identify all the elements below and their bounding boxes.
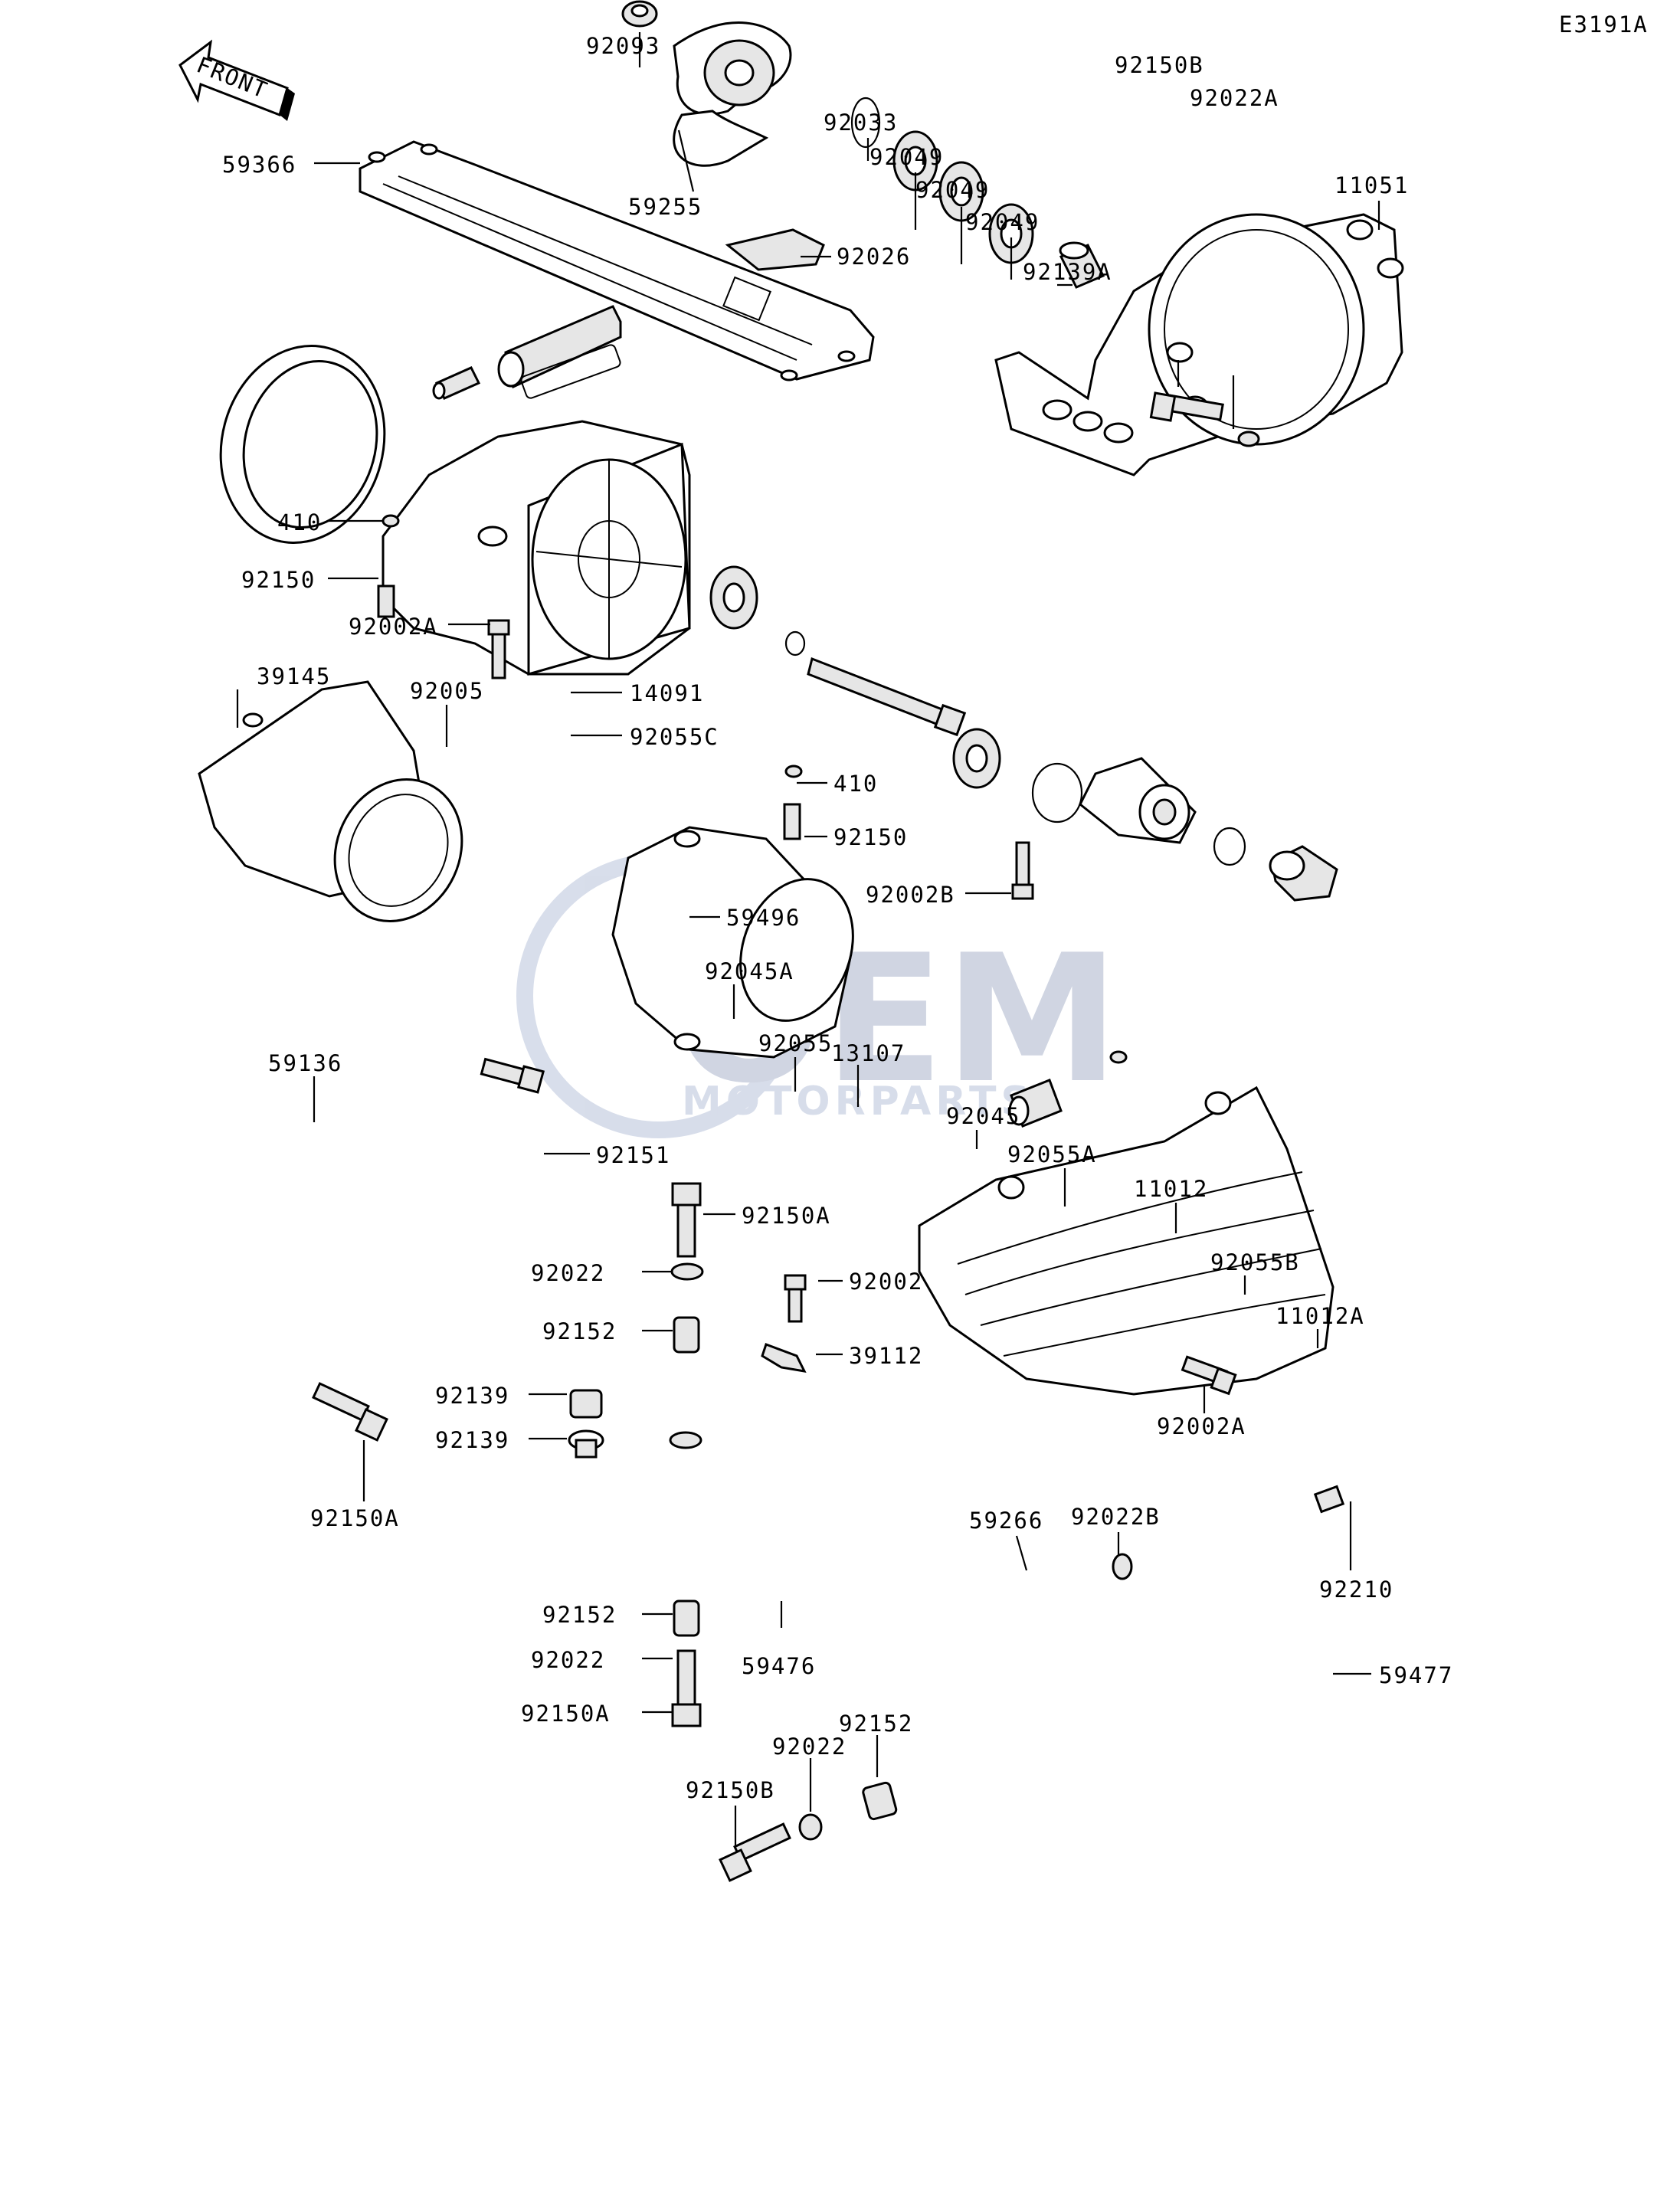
label-92150B: 92150B: [1115, 52, 1204, 78]
gasket-icon: [520, 344, 621, 399]
label-92049: 92049: [965, 209, 1040, 235]
label-92150A: 92150A: [742, 1203, 831, 1229]
label-59255: 59255: [628, 194, 702, 220]
label-11051: 11051: [1335, 172, 1409, 198]
label-92022B: 92022B: [1071, 1504, 1161, 1530]
plate-icon: [725, 228, 825, 271]
label-92055C: 92055C: [630, 724, 719, 750]
label-92150B: 92150B: [686, 1777, 775, 1803]
label-92055B: 92055B: [1210, 1249, 1300, 1275]
bushing-icon: [1059, 241, 1105, 289]
label-11012: 11012: [1134, 1176, 1208, 1202]
label-13107: 13107: [831, 1040, 905, 1066]
part-graphics: [198, 0, 1404, 1882]
label-39145: 39145: [257, 663, 331, 689]
label-59496: 59496: [726, 905, 801, 931]
label-92002A: 92002A: [1157, 1413, 1246, 1439]
impeller-icon: [673, 21, 792, 167]
fitting-icon: [1008, 1079, 1063, 1128]
label-92139: 92139: [435, 1427, 509, 1453]
label-92045A: 92045A: [705, 958, 794, 984]
label-92055A: 92055A: [1007, 1141, 1097, 1167]
washer-icon: [382, 431, 1260, 1841]
label-59477: 59477: [1379, 1662, 1453, 1688]
label-92049: 92049: [869, 144, 944, 170]
label-92150A: 92150A: [310, 1505, 400, 1531]
label-92210: 92210: [1319, 1577, 1393, 1603]
spacer-icon: [673, 1316, 898, 1821]
label-39112: 39112: [849, 1343, 923, 1369]
label-92093: 92093: [586, 33, 660, 59]
label-92139A: 92139A: [1023, 259, 1112, 285]
leader-lines: [236, 32, 1380, 1846]
label-92022A: 92022A: [1190, 85, 1279, 111]
pump-housing-icon: [994, 213, 1404, 476]
ride-plate-icon: [359, 140, 875, 381]
label-11012A: 11012A: [1276, 1303, 1365, 1329]
o-ring-icon: [784, 630, 806, 656]
label-14091: 14091: [630, 680, 704, 706]
label-92002A: 92002A: [349, 614, 438, 640]
pipe-icon: [497, 305, 622, 389]
nozzle-icon: [198, 680, 463, 922]
ring-icon: [219, 345, 386, 544]
label-92049: 92049: [915, 177, 990, 203]
label-59476: 59476: [742, 1653, 816, 1679]
label-59266: 59266: [969, 1508, 1043, 1534]
label-92022: 92022: [772, 1734, 847, 1760]
label-92002: 92002: [849, 1269, 923, 1295]
label-92152: 92152: [839, 1711, 913, 1737]
label-92002B: 92002B: [866, 882, 955, 908]
part-labels: 92093 92033 92049 92049 92049 59255 9215…: [222, 33, 1453, 1803]
label-92150: 92150: [833, 824, 908, 850]
label-92026: 92026: [837, 244, 911, 270]
label-92005: 92005: [410, 678, 484, 704]
bearing-icon: [709, 565, 758, 630]
label-92045: 92045: [946, 1103, 1020, 1129]
bolt-icon: [312, 391, 1345, 1882]
diagram-code: E3191A: [1559, 11, 1649, 38]
label-59366: 59366: [222, 152, 296, 178]
clip-icon: [761, 1343, 807, 1373]
bearing-icon: [952, 728, 1001, 789]
cap-icon: [1079, 757, 1197, 844]
shaft-icon: [807, 656, 967, 737]
label-92139: 92139: [435, 1383, 509, 1409]
nut-icon: [621, 0, 658, 28]
seal-icon: [892, 130, 1034, 264]
watermark-sub-text: MOTORPARTS: [682, 1079, 1034, 1125]
label-92033: 92033: [824, 110, 898, 136]
plug-icon: [1269, 845, 1338, 902]
label-59136: 59136: [268, 1050, 342, 1076]
pump-case-icon: [382, 420, 691, 676]
label-92055: 92055: [758, 1030, 833, 1056]
label-92152: 92152: [542, 1602, 617, 1628]
label-92150A: 92150A: [521, 1701, 611, 1727]
o-ring-icon: [1213, 827, 1246, 866]
fitting-icon: [432, 366, 481, 400]
reverse-bucket-icon: [918, 1085, 1335, 1396]
label-92152: 92152: [542, 1318, 617, 1344]
circlip-icon: [850, 97, 881, 149]
label-410: 410: [833, 771, 878, 797]
label-92151: 92151: [596, 1142, 670, 1168]
bushing-icon: [568, 1389, 604, 1459]
label-92150: 92150: [241, 567, 316, 593]
label-92022: 92022: [531, 1647, 605, 1673]
front-arrow-icon: FRONT: [178, 39, 295, 121]
label-92022: 92022: [531, 1260, 605, 1286]
o-ring-icon: [1031, 762, 1083, 823]
steering-nozzle-icon: [611, 826, 854, 1059]
label-410: 410: [277, 509, 322, 535]
